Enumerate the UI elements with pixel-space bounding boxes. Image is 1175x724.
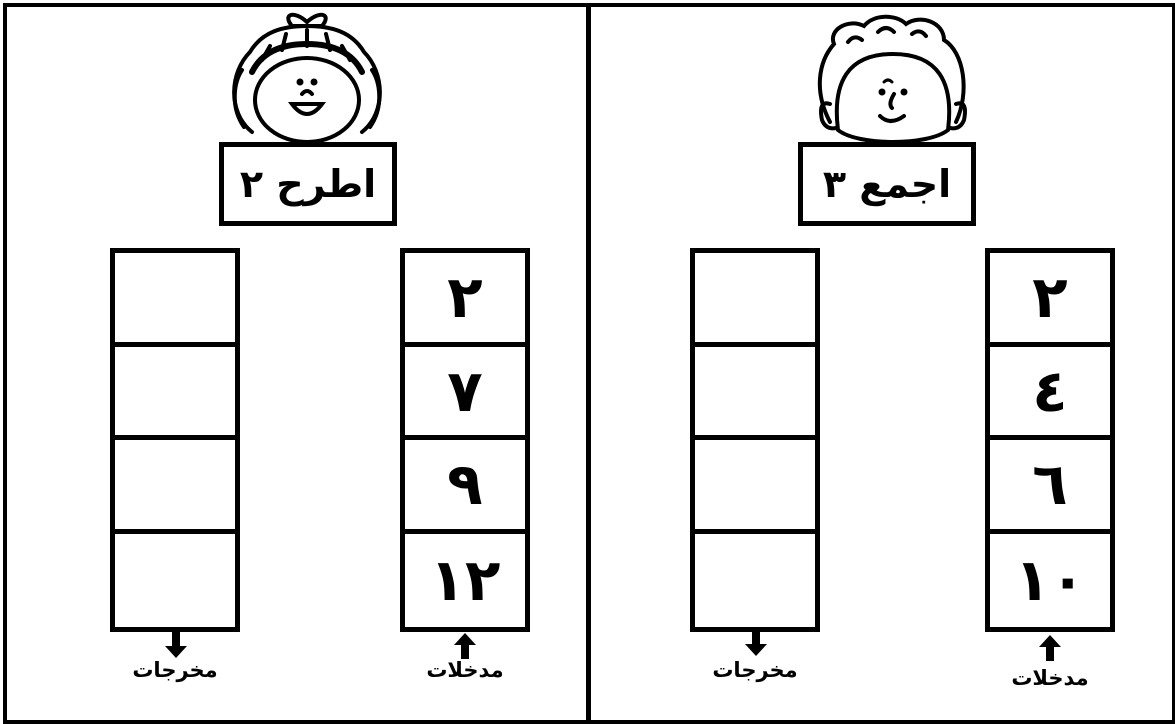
rule-label: اجمع ٣ <box>823 162 951 206</box>
output-cell[interactable] <box>695 534 815 628</box>
arrow-down-icon <box>745 630 767 656</box>
input-cell: ٢ <box>405 253 525 347</box>
girl-face-icon <box>222 12 392 147</box>
output-column <box>690 248 820 632</box>
add-machine-panel: اجمع ٣ ٢ ٤ ٦ ١٠ مدخلات مخرجات <box>590 0 1175 724</box>
rule-label: اطرح ٢ <box>240 162 376 206</box>
input-label: مدخلات <box>400 658 530 682</box>
output-cell[interactable] <box>695 253 815 347</box>
rule-box: اجمع ٣ <box>798 142 976 226</box>
input-column: ٢ ٧ ٩ ١٢ <box>400 248 530 632</box>
output-cell[interactable] <box>115 253 235 347</box>
input-cell: ٢ <box>990 253 1110 347</box>
rule-box: اطرح ٢ <box>219 142 397 226</box>
output-cell[interactable] <box>695 440 815 534</box>
output-label: مخرجات <box>690 658 820 682</box>
output-label: مخرجات <box>110 658 240 682</box>
subtract-machine-panel: اطرح ٢ ٢ ٧ ٩ ١٢ مدخلات مخرجات <box>0 0 585 724</box>
input-column: ٢ ٤ ٦ ١٠ <box>985 248 1115 632</box>
arrow-up-icon <box>1039 635 1061 661</box>
arrow-up-icon <box>454 633 476 659</box>
input-cell: ٩ <box>405 440 525 534</box>
input-cell: ٤ <box>990 347 1110 441</box>
output-cell[interactable] <box>115 534 235 628</box>
input-label: مدخلات <box>985 666 1115 690</box>
boy-face-icon <box>808 12 978 147</box>
input-cell: ٧ <box>405 347 525 441</box>
input-cell: ١٠ <box>990 534 1110 628</box>
output-column <box>110 248 240 632</box>
output-cell[interactable] <box>115 440 235 534</box>
arrow-down-icon <box>165 632 187 658</box>
output-cell[interactable] <box>115 347 235 441</box>
output-cell[interactable] <box>695 347 815 441</box>
input-cell: ٦ <box>990 440 1110 534</box>
input-cell: ١٢ <box>405 534 525 628</box>
